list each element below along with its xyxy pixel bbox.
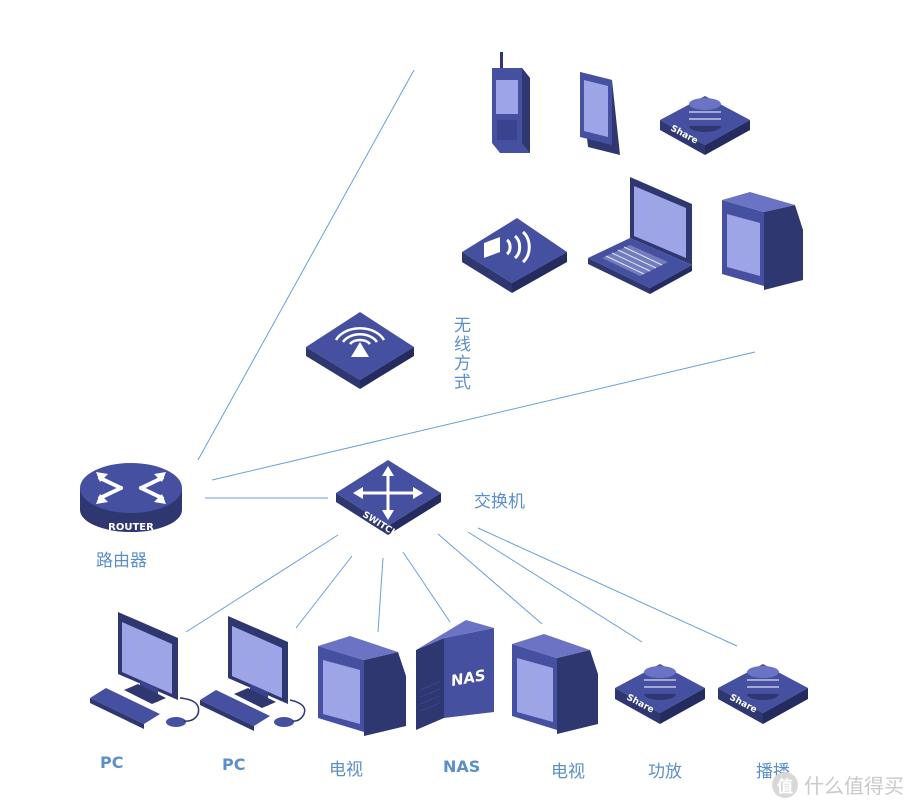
amplifier-icon: Share: [615, 664, 705, 724]
watermark-text: 什么值得买: [804, 774, 904, 798]
router-icon: ROUTER: [80, 463, 182, 533]
nas-icon-text: NAS: [450, 666, 488, 690]
nas-server-icon: NAS: [416, 620, 494, 730]
router-label: 路由器: [96, 551, 147, 571]
player-icon: Share: [718, 664, 808, 724]
tablet-icon: [580, 72, 620, 155]
tv-2-label: 电视: [551, 762, 585, 782]
wireless-adapter-icon: [462, 218, 567, 293]
watermark-badge: 值: [772, 771, 798, 798]
line-switch-tv1: [377, 557, 384, 633]
access-point-icon: [306, 312, 414, 389]
line-switch-pc2: [295, 555, 353, 629]
switch-icon: SWITCH: [336, 460, 441, 540]
pc-1-label: PC: [100, 753, 124, 772]
crt-tv-icon: [722, 192, 803, 290]
pc-1-icon: [90, 612, 200, 729]
mobile-phone-icon: [492, 52, 530, 153]
line-switch-tv2: [437, 533, 543, 625]
line-switch-amp: [467, 531, 643, 643]
tv-1-label: 电视: [329, 760, 363, 780]
amplifier-label: 功放: [648, 762, 682, 782]
router-icon-text: ROUTER: [108, 522, 154, 533]
nas-label: NAS: [443, 757, 481, 776]
share-device-icon: Share: [660, 96, 750, 155]
watermark: 值 什么值得买: [772, 770, 904, 799]
connection-lines: [185, 69, 756, 647]
wireless-label: 无线方式: [450, 316, 470, 392]
line-router-wireless-top: [197, 69, 415, 461]
line-switch-player: [477, 527, 738, 647]
line-switch-pc1: [185, 534, 339, 633]
line-router-wireless-bottom: [211, 351, 756, 481]
line-switch-nas: [402, 551, 451, 623]
tv-2-icon: [512, 634, 598, 734]
pc-2-label: PC: [222, 755, 246, 774]
laptop-icon: [588, 177, 692, 294]
tv-1-icon: [318, 636, 406, 736]
switch-label: 交换机: [474, 492, 525, 512]
pc-2-icon: [200, 616, 306, 731]
